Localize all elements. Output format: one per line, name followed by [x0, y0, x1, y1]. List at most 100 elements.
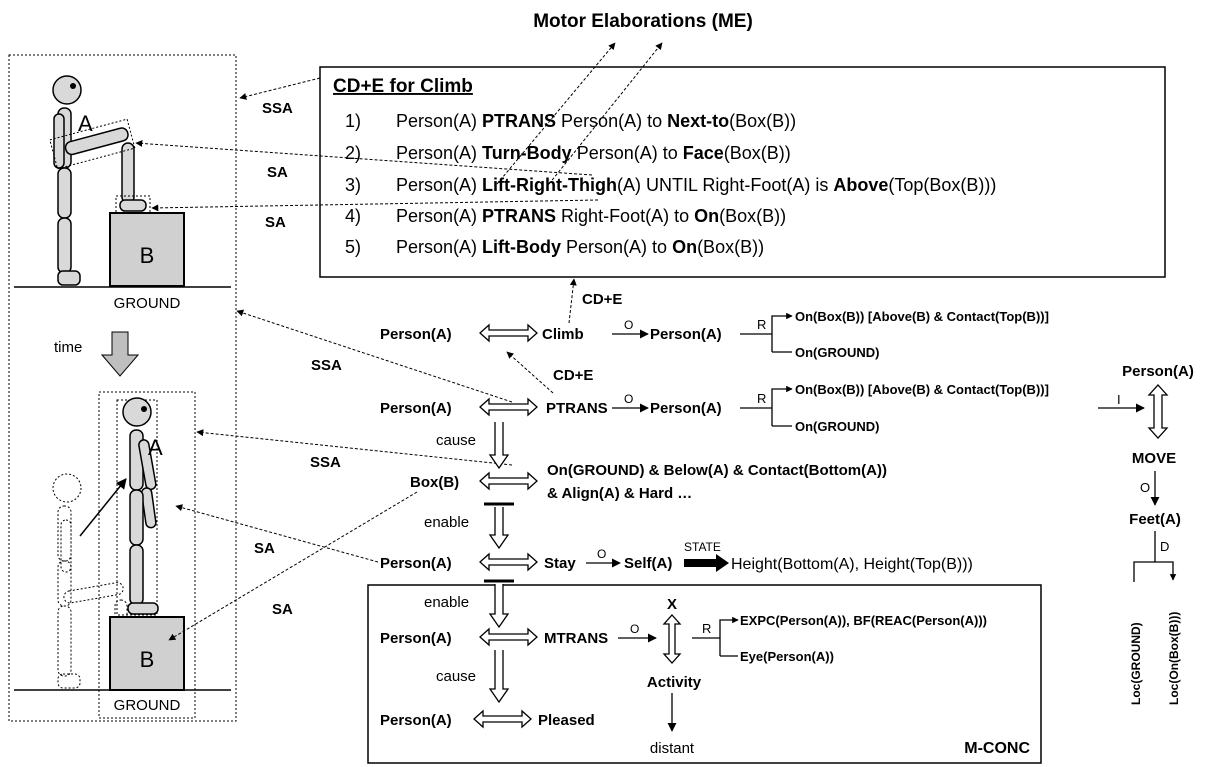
cd-step-number: 2): [345, 143, 361, 163]
mconc-frame: [367, 584, 1042, 764]
mtrans-to: EXPC(Person(A)), BF(REAC(Person(A))): [740, 613, 987, 628]
figure-bottom: [122, 397, 159, 615]
mtrans-distant: distant: [650, 740, 695, 757]
ptrans-from: On(GROUND): [795, 419, 880, 434]
me-arrow-1: [496, 42, 616, 185]
enable-arrow-1: [488, 507, 510, 550]
ssa-label-2: SSA: [311, 357, 342, 374]
mtrans-activity: Activity: [647, 674, 702, 691]
climb-o-label: O: [624, 318, 633, 332]
stay-state-label: STATE: [684, 540, 721, 554]
ground-label-bottom: GROUND: [114, 697, 181, 714]
left-panel-frame: [8, 54, 237, 722]
sa-arrow-3: [175, 504, 379, 563]
mtrans-vertical-double-arrow: [662, 614, 682, 664]
diagram-title: Motor Elaborations (ME): [533, 11, 753, 32]
stay-obj: Self(A): [624, 555, 672, 572]
climb-act: Climb: [542, 326, 584, 343]
move-obj: Feet(A): [1129, 511, 1181, 528]
ptrans-obj: Person(A): [650, 400, 722, 417]
lift-arrow: [79, 478, 127, 537]
pleased-double-arrow: [473, 709, 532, 729]
cause-label-1: cause: [436, 432, 476, 449]
sa-arrow-4: [168, 491, 418, 641]
ptrans-o-label: O: [624, 392, 633, 406]
label-b-bottom: B: [140, 647, 155, 672]
cause-arrow-1: [488, 422, 510, 470]
stay-act: Stay: [544, 555, 576, 572]
climb-from: On(GROUND): [795, 345, 880, 360]
cause-arrow-2: [488, 650, 510, 704]
ssa-arrow-3: [196, 429, 513, 466]
move-to: Loc(On(Box(B))): [1167, 612, 1181, 705]
move-actor: Person(A): [1122, 363, 1194, 380]
mconc-label: M-CONC: [964, 740, 1030, 757]
mtrans-double-arrow: [479, 627, 538, 647]
box-b-bottom: [109, 616, 185, 691]
enable-label-2: enable: [424, 594, 469, 611]
ssa-label-3: SSA: [310, 454, 341, 471]
mtrans-o-label: O: [630, 622, 639, 636]
mtrans-r-label: R: [702, 621, 711, 636]
ptrans-to: On(Box(B)) [Above(B) & Contact(Top(B))]: [795, 382, 1049, 397]
pleased-actor: Person(A): [380, 712, 452, 729]
move-from: Loc(GROUND): [1129, 622, 1143, 705]
ssa-label-1: SSA: [262, 100, 293, 117]
cd-step-number: 1): [345, 111, 361, 131]
cd-box-frame: [319, 66, 1166, 278]
ghost-figure: [52, 473, 128, 689]
enable-label-1: enable: [424, 514, 469, 531]
cd-step-text: Person(A) Lift-Body Person(A) to On(Box(…: [396, 237, 764, 257]
pleased-act: Pleased: [538, 712, 595, 729]
cde-label-1: CD+E: [582, 291, 622, 308]
box-actor: Box(B): [410, 474, 459, 491]
cde-arrow-1: [568, 278, 577, 324]
stay-double-arrow: [479, 552, 538, 572]
enable-arrow-2: [488, 584, 510, 629]
ptrans-i-label: I: [1117, 392, 1121, 407]
cd-step-text: Person(A) PTRANS Right-Foot(A) to On(Box…: [396, 206, 786, 226]
sa-label-2: SA: [265, 214, 286, 231]
mtrans-r-bracket: [719, 616, 739, 656]
move-vertical-double-arrow: [1147, 384, 1169, 439]
move-act: MOVE: [1132, 450, 1176, 467]
sa-arrow-2: [151, 199, 599, 212]
cd-step-text: Person(A) PTRANS Person(A) to Next-to(Bo…: [396, 111, 796, 131]
ptrans-r-bracket: [771, 385, 793, 426]
box-b-top: [109, 212, 185, 287]
move-d-bracket: [1133, 561, 1177, 582]
label-a-bottom: A: [148, 435, 163, 460]
move-d-label: D: [1160, 539, 1169, 554]
move-o-label: O: [1140, 480, 1150, 495]
climb-to: On(Box(B)) [Above(B) & Contact(Top(B))]: [795, 309, 1049, 324]
cd-step-text: Person(A) Lift-Right-Thigh(A) UNTIL Righ…: [396, 175, 996, 195]
cd-step-number: 3): [345, 175, 361, 195]
mtrans-from: Eye(Person(A)): [740, 649, 834, 664]
label-a-top: A: [78, 111, 93, 136]
label-b-top: B: [140, 243, 155, 268]
cde-label-2: CD+E: [553, 367, 593, 384]
me-arrow-2: [548, 42, 663, 185]
figure-bottom-frame: [98, 391, 196, 719]
cd-step-number: 5): [345, 237, 361, 257]
cd-step-number: 4): [345, 206, 361, 226]
climb-r-label: R: [757, 317, 766, 332]
cd-step-text: Person(A) Turn-Body Person(A) to Face(Bo…: [396, 143, 791, 163]
box-double-arrow: [479, 471, 538, 491]
mtrans-act: MTRANS: [544, 630, 608, 647]
stay-value: Height(Bottom(A), Height(Top(B))): [731, 556, 973, 573]
sa-arrow-1: [135, 139, 593, 176]
box-state-2: & Align(A) & Hard …: [547, 485, 692, 502]
cde-arrow-2: [506, 351, 554, 394]
ptrans-r-label: R: [757, 391, 766, 406]
stay-o-label: O: [597, 547, 606, 561]
sa-label-3: SA: [254, 540, 275, 557]
sa-label-1: SA: [267, 164, 288, 181]
time-label: time: [54, 339, 82, 356]
ptrans-double-arrow: [479, 397, 538, 417]
ptrans-actor: Person(A): [380, 400, 452, 417]
stay-state-arrow: [684, 554, 729, 572]
figure-top: [49, 75, 151, 286]
climb-actor: Person(A): [380, 326, 452, 343]
